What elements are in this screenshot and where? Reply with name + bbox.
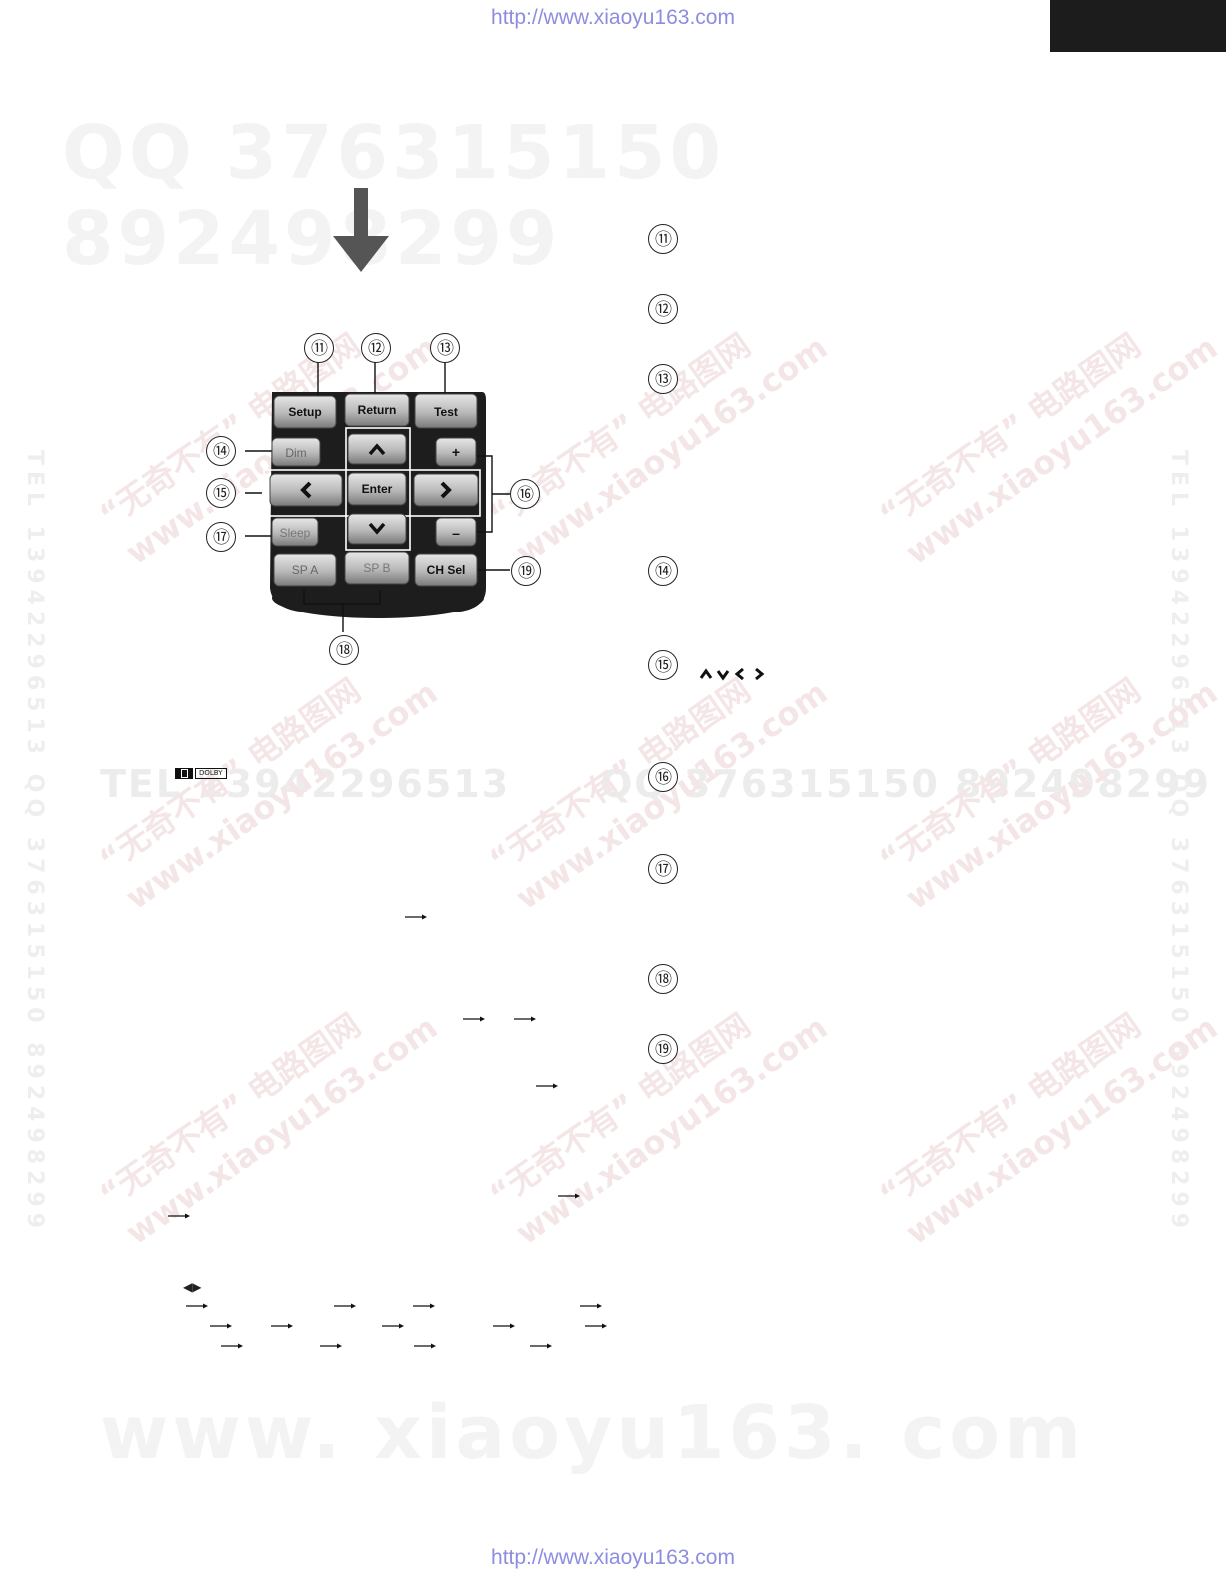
test-button[interactable]: Test	[414, 393, 478, 429]
return-button[interactable]: Return	[344, 393, 410, 427]
list-number-11: ⑪	[648, 224, 678, 254]
small-arrow-icon	[320, 1343, 342, 1349]
small-arrow-icon	[514, 1016, 536, 1022]
svg-text:Return: Return	[358, 403, 397, 417]
cursor-right-button[interactable]	[413, 473, 479, 507]
watermark-vertical-right: TEL 13942296513 QQ 376315150 892498299	[1166, 450, 1191, 1235]
callout-18: ⑱	[329, 635, 359, 665]
list-number-15: ⑮	[648, 650, 678, 680]
svg-text:Setup: Setup	[288, 405, 321, 419]
callout-17: ⑰	[206, 522, 236, 552]
svg-text:Test: Test	[434, 405, 458, 419]
callout-13: ⑬	[430, 333, 460, 363]
small-arrow-icon	[382, 1323, 404, 1329]
callout-15: ⑮	[206, 478, 236, 508]
list-number-14: ⑭	[648, 556, 678, 586]
list-number-12: ⑫	[648, 294, 678, 324]
small-arrow-icon	[210, 1323, 232, 1329]
footer-url[interactable]: http://www.xiaoyu163.com	[491, 1546, 735, 1569]
small-arrow-icon	[493, 1323, 515, 1329]
watermark-qq-2: QQ 376315150 892498299	[600, 762, 1211, 806]
speaker-a-button[interactable]: SP A	[273, 553, 337, 587]
cursor-up-button[interactable]	[347, 433, 407, 465]
small-arrow-icon	[530, 1343, 552, 1349]
list-number-17: ⑰	[648, 854, 678, 884]
dolby-logo: DOLBY	[175, 768, 227, 779]
svg-text:–: –	[452, 525, 460, 541]
callout-14: ⑭	[206, 436, 236, 466]
svg-text:Sleep: Sleep	[280, 526, 311, 540]
down-arrow-icon	[333, 188, 389, 272]
cursor-down-button[interactable]	[347, 513, 407, 545]
svg-text:+: +	[452, 444, 460, 460]
list-number-19: ⑲	[648, 1034, 678, 1064]
small-arrow-icon	[413, 1303, 435, 1309]
header-url[interactable]: http://www.xiaoyu163.com	[491, 6, 735, 29]
channel-select-button[interactable]: CH Sel	[414, 553, 478, 587]
callout-16: ⑯	[510, 479, 540, 509]
callout-12: ⑫	[361, 333, 391, 363]
small-arrow-icon	[186, 1303, 208, 1309]
watermark-tel: TEL 13942296513	[100, 762, 511, 806]
small-arrow-icon	[585, 1323, 607, 1329]
sleep-button[interactable]: Sleep	[271, 517, 319, 547]
left-right-triangles-icon: ◀▶	[183, 1280, 202, 1294]
watermark-qq: QQ 376315150 892498299	[62, 110, 725, 282]
small-arrow-icon	[414, 1343, 436, 1349]
small-arrow-icon	[463, 1016, 485, 1022]
list-number-16: ⑯	[648, 762, 678, 792]
svg-text:Dim: Dim	[285, 446, 306, 460]
watermark-site: www. xiaoyu163. com	[100, 1390, 1086, 1476]
small-arrow-icon	[558, 1193, 580, 1199]
plus-button[interactable]: +	[435, 437, 477, 467]
speaker-b-button[interactable]: SP B	[344, 551, 410, 585]
setup-button[interactable]: Setup	[273, 395, 337, 429]
cursor-left-button[interactable]	[269, 473, 343, 507]
list-number-18: ⑱	[648, 964, 678, 994]
small-arrow-icon	[334, 1303, 356, 1309]
svg-text:SP A: SP A	[292, 563, 318, 577]
svg-text:Enter: Enter	[362, 482, 393, 496]
cursor-glyphs-icon	[698, 666, 768, 686]
minus-button[interactable]: –	[435, 517, 477, 547]
small-arrow-icon	[221, 1343, 243, 1349]
small-arrow-icon	[536, 1083, 558, 1089]
svg-text:SP B: SP B	[363, 561, 390, 575]
callout-19: ⑲	[511, 556, 541, 586]
dolby-double-d-icon	[175, 768, 193, 779]
callout-11: ⑪	[304, 333, 334, 363]
list-number-13: ⑬	[648, 364, 678, 394]
small-arrow-icon	[271, 1323, 293, 1329]
small-arrow-icon	[580, 1303, 602, 1309]
enter-button[interactable]: Enter	[347, 472, 407, 506]
dim-button[interactable]: Dim	[271, 437, 321, 467]
small-arrow-icon	[405, 914, 427, 920]
remote-button-panel: Setup Return Test Dim + Enter Sleep	[245, 361, 510, 632]
small-arrow-icon	[168, 1213, 190, 1219]
corner-tab	[1050, 0, 1226, 52]
watermark-vertical-left: TEL 13942296513 QQ 376315150 892498299	[22, 450, 47, 1235]
svg-text:CH Sel: CH Sel	[427, 563, 466, 577]
